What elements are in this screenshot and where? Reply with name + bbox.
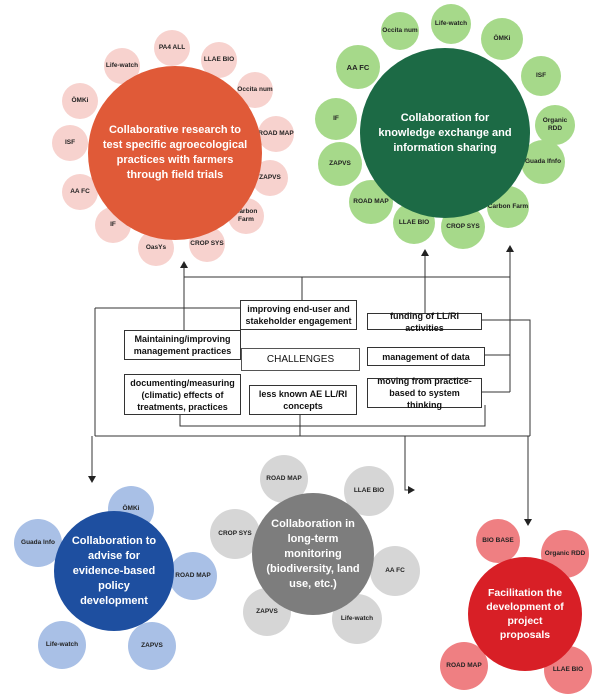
- knowledge-petal: IF: [315, 98, 357, 140]
- inner-bottom-link: [179, 405, 486, 427]
- knowledge-petal: Organic RDD: [535, 105, 575, 145]
- challenges-hub: CHALLENGES: [241, 348, 360, 371]
- policy-petal: Life-watch: [38, 621, 86, 669]
- policy-petal: ZAPVS: [128, 622, 176, 670]
- challenge-documenting: documenting/measuring (climatic) effects…: [124, 374, 241, 415]
- research-petal: ROAD MAP: [258, 116, 294, 152]
- monitoring-hub-node: Collaboration in long-term monitoring (b…: [252, 493, 374, 615]
- knowledge-hub-node: Collaboration for knowledge exchange and…: [360, 48, 530, 218]
- research-petal: PA4 ALL: [154, 30, 190, 66]
- challenge-funding: funding of LL/RI activities: [367, 311, 482, 333]
- policy-hub-node: Collaboration to advise for evidence-bas…: [54, 511, 174, 631]
- challenge-concepts: less known AE LL/RI concepts: [249, 385, 357, 415]
- monitoring-petal: ROAD MAP: [260, 455, 308, 503]
- research-petal: ISF: [52, 125, 88, 161]
- challenge-data: management of data: [367, 347, 485, 366]
- monitoring-link: [404, 436, 410, 491]
- proposals-petal: BIO BASE: [476, 519, 520, 563]
- challenge-engagement: improving end-user and stakeholder engag…: [240, 300, 357, 330]
- knowledge-petal: Life-watch: [431, 4, 471, 44]
- knowledge-petal: ÖMKi: [481, 18, 523, 60]
- challenge-management-practices: Maintaining/improving management practic…: [124, 330, 241, 360]
- knowledge-petal: AA FC: [336, 45, 380, 89]
- knowledge-petal: ZAPVS: [318, 142, 362, 186]
- research-hub-node: Collaborative research to test specific …: [88, 66, 262, 240]
- research-petal: ÖMKi: [62, 83, 98, 119]
- frame-right: [482, 319, 531, 436]
- monitoring-petal: AA FC: [370, 546, 420, 596]
- policy-petal: Guada lnfo: [14, 519, 62, 567]
- knowledge-petal: ISF: [521, 56, 561, 96]
- challenge-system-thinking: moving from practice-based to system thi…: [367, 376, 482, 410]
- policy-petal: ROAD MAP: [169, 552, 217, 600]
- proposals-hub-node: Facilitation the development of project …: [468, 557, 582, 671]
- knowledge-petal: Occita num: [381, 12, 419, 50]
- monitoring-petal: CROP SYS: [210, 509, 260, 559]
